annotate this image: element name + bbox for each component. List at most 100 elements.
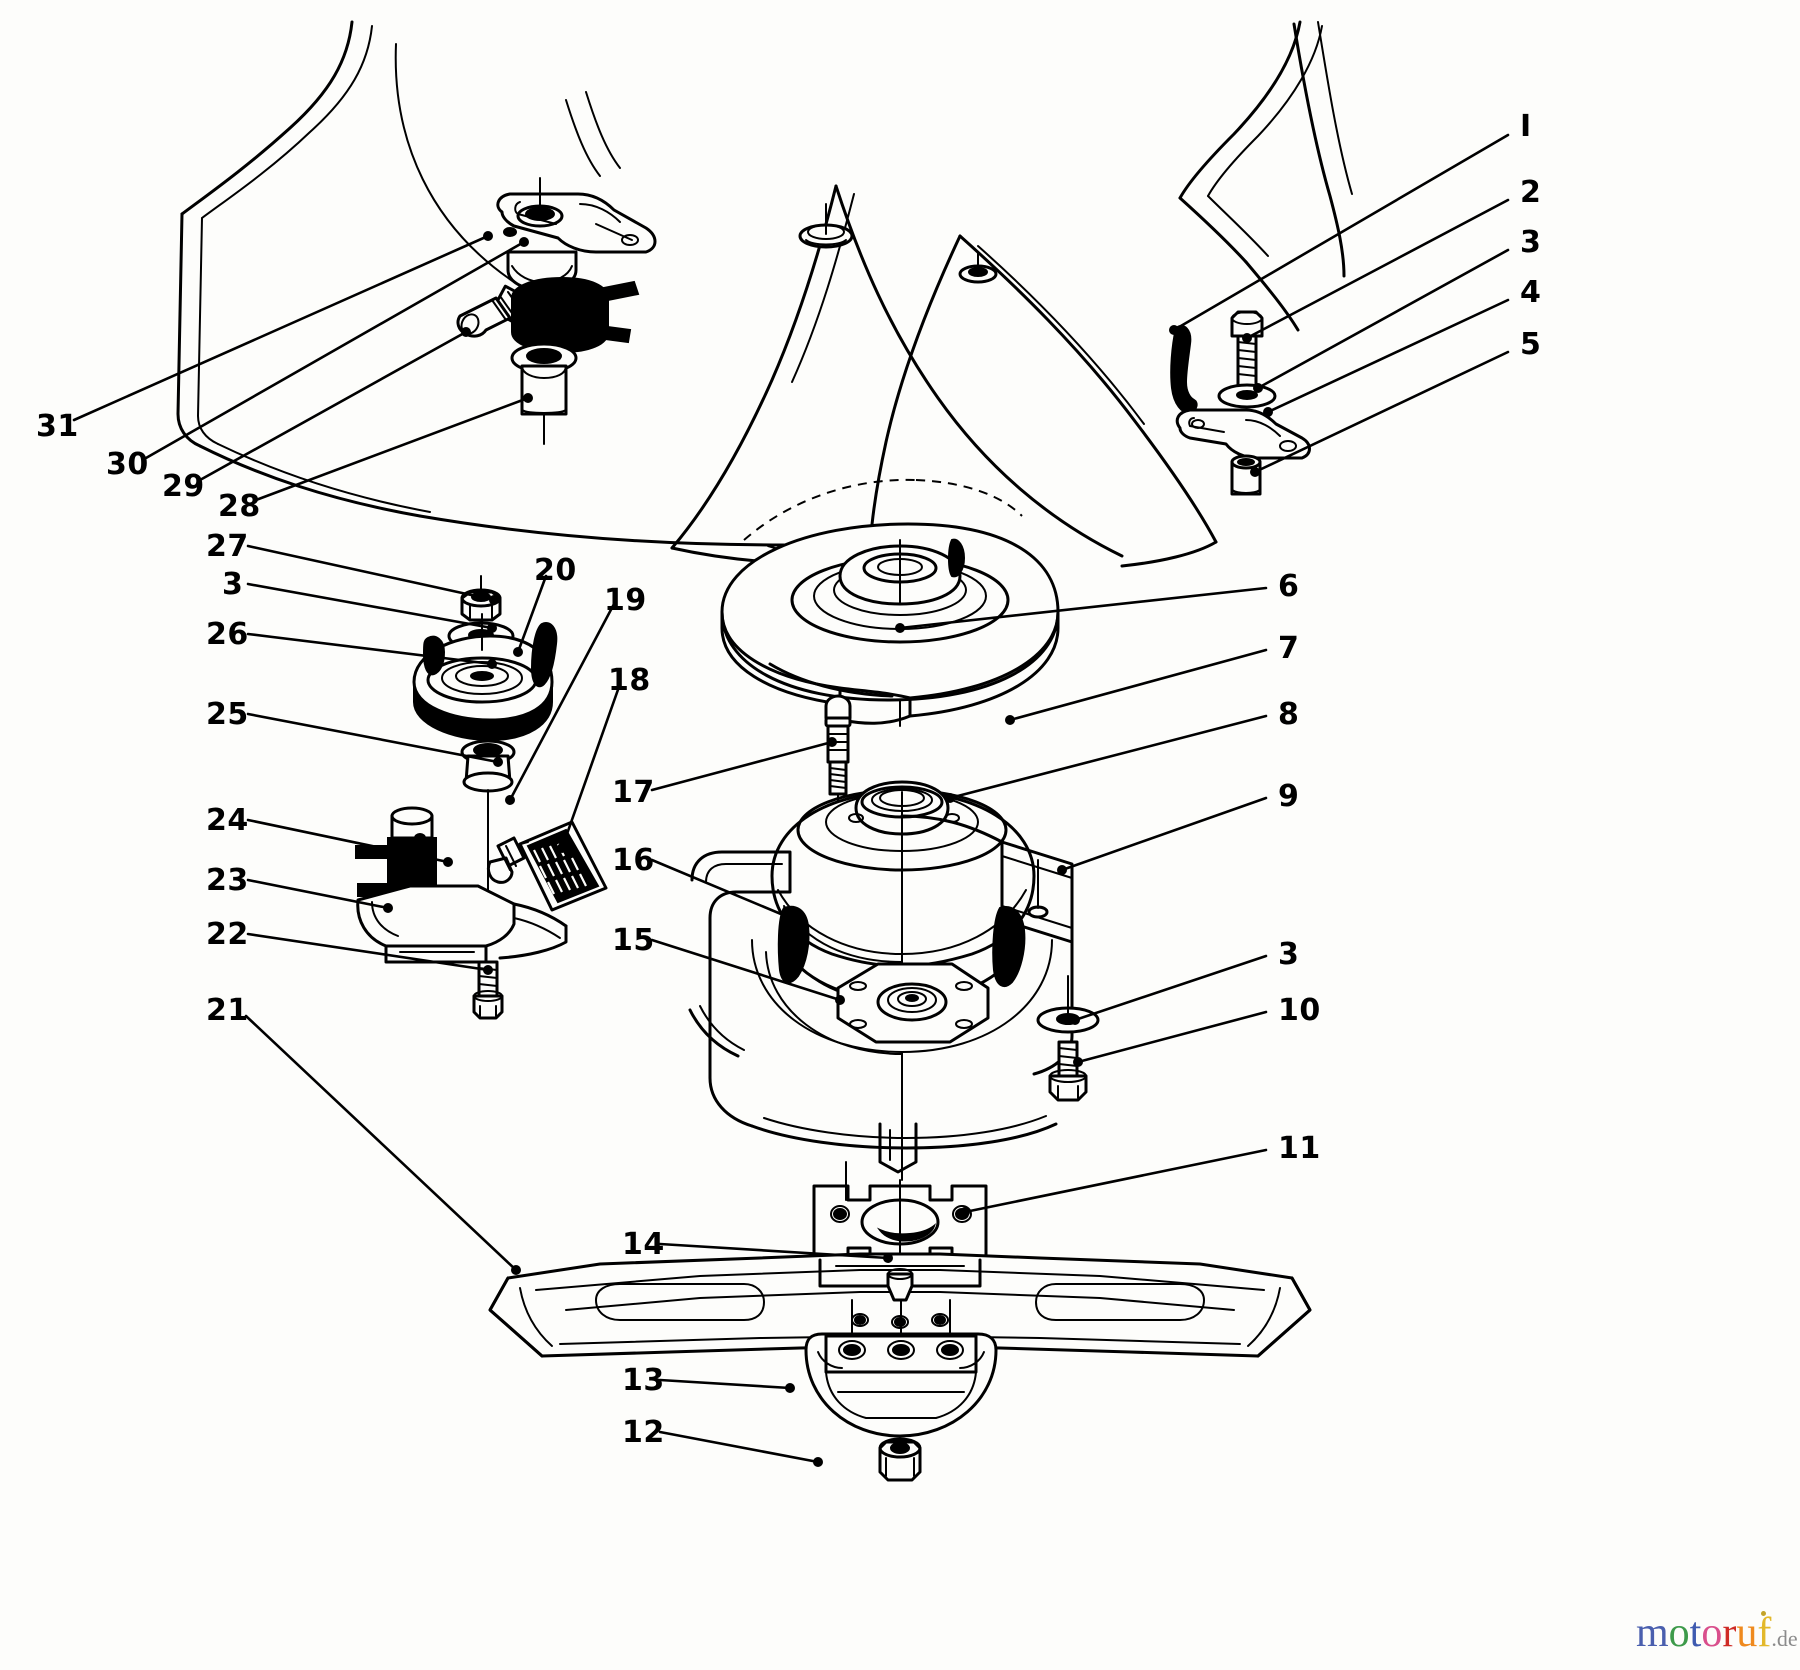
callout-number-18: 18 [608,663,651,698]
callout-number-1: I [1520,109,1532,144]
leader-line-10 [1076,1010,1268,1064]
part-8-clutch-bell [770,780,1036,1033]
callout-number-19: 19 [604,583,647,618]
leader-dot-3c [487,623,497,633]
leader-dot-30 [519,237,529,247]
watermark-letter-1: o [1668,1610,1690,1656]
leader-line-31 [72,234,490,422]
leader-line-13 [658,1378,792,1390]
leader-line-14 [658,1242,890,1260]
leader-dot-7 [1005,715,1015,725]
leader-line-12 [658,1430,820,1464]
leader-dot-15 [835,995,845,1005]
leader-dot-11 [960,1207,970,1217]
leader-line-27 [246,544,496,602]
leader-line-22 [246,932,490,972]
part-15-bearing-flange [836,962,990,1044]
deck-hole-ring-right [958,251,998,284]
callout-number-3c: 3 [222,567,244,602]
callout-number-24: 24 [206,803,249,838]
callout-number-30: 30 [106,447,149,482]
leader-dot-1 [1169,325,1179,335]
watermark-letters: motoruf [1636,1610,1771,1656]
watermark-dot-accent [1761,1611,1766,1616]
leader-line-7 [1008,648,1268,722]
watermark-letter-5: u [1736,1610,1758,1656]
leader-dot-3a [1253,383,1263,393]
callout-number-23: 23 [206,863,249,898]
leader-line-23 [246,878,390,910]
leader-line-4 [1266,298,1510,414]
leader-dot-17 [827,737,837,747]
callout-number-8: 8 [1278,697,1300,732]
callout-number-16: 16 [612,843,655,878]
part-10-flange-bolt [1048,1040,1088,1102]
part-3-flat-washer-right [1036,975,1100,1034]
leader-dot-12 [813,1457,823,1467]
leader-line-28 [254,396,530,502]
part-30-idler-arm-upper [496,177,657,292]
callout-leader-dots [383,231,1273,1467]
mower-deck-center [670,184,1218,582]
deck-panel-right [1178,20,1353,332]
watermark-letter-4: r [1722,1610,1737,1656]
part-28-black-pulley [510,276,640,445]
part-12-hex-nut [878,1437,922,1482]
part-3-flat-washer-upper [1217,383,1277,409]
leader-line-29 [198,330,468,482]
callout-number-7: 7 [1278,631,1300,666]
leader-dot-19 [505,795,515,805]
leader-dot-13 [785,1383,795,1393]
watermark-letter-2: t [1689,1610,1702,1656]
leader-dot-27 [489,595,499,605]
leader-line-1 [1172,133,1510,332]
callout-number-3a: 3 [1520,225,1542,260]
leader-dot-18 [557,843,567,853]
leader-dot-2 [1242,333,1252,343]
leader-dot-31 [483,231,493,241]
leader-dot-8 [945,793,955,803]
callout-number-28: 28 [218,489,261,524]
part-7-drive-disc [720,522,1060,727]
callout-number-29: 29 [162,469,205,504]
leader-dot-9 [1057,865,1067,875]
watermark-suffix: .de [1771,1626,1798,1651]
leader-line-26 [246,632,494,666]
leader-line-8 [948,714,1268,800]
leader-line-11 [963,1148,1268,1214]
leader-dot-28 [523,393,533,403]
callout-number-14: 14 [622,1227,665,1262]
callout-number-4: 4 [1520,275,1542,310]
leader-line-21 [244,1014,518,1272]
deck-edge-marks-left [565,91,621,177]
leader-dot-24 [443,857,453,867]
deck-hole-ring-left [798,203,854,249]
leader-line-5 [1253,350,1510,474]
leader-dot-14 [883,1253,893,1263]
leader-line-3a [1256,248,1510,390]
part-18-friction-strip [518,820,608,912]
callout-number-2: 2 [1520,175,1542,210]
callout-number-17: 17 [612,775,655,810]
watermark-letter-3: o [1701,1610,1723,1656]
leader-line-3b [1073,954,1268,1022]
leader-dot-25 [493,757,503,767]
callout-number-20: 20 [534,553,577,588]
leader-line-24 [246,818,450,864]
leader-line-20 [516,574,548,654]
leader-line-16 [650,858,802,924]
leader-dot-10 [1073,1057,1083,1067]
callout-number-31: 31 [36,409,79,444]
part-26-idler-pulley [412,613,558,742]
callout-number-5: 5 [1520,327,1542,362]
leader-line-6 [898,586,1268,630]
leader-dot-3b [1070,1015,1080,1025]
leader-line-19 [508,602,616,802]
watermark-letter-0: m [1636,1610,1669,1656]
callout-number-10: 10 [1278,993,1321,1028]
leader-dot-16 [795,917,805,927]
leader-dot-29 [461,327,471,337]
leader-dot-4 [1263,407,1273,417]
leader-dot-26 [487,659,497,669]
